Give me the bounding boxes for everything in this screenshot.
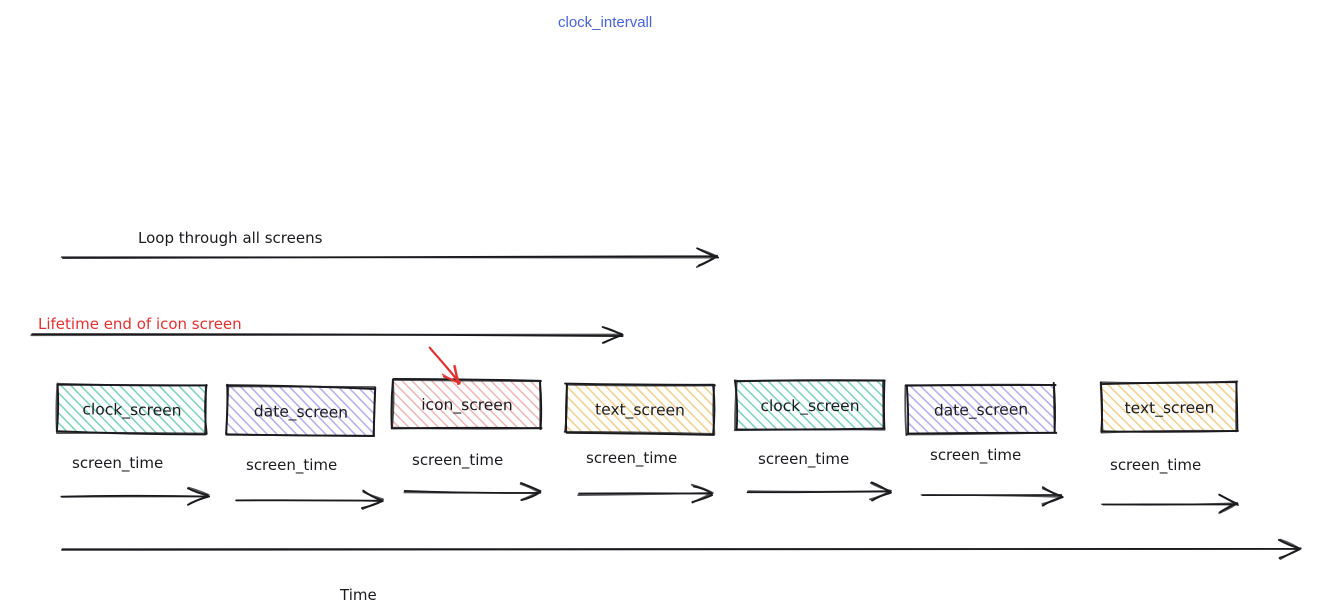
duration-arrow-2: screen_time — [403, 451, 542, 502]
page-title: clock_intervall — [558, 14, 653, 31]
duration-arrow-6: screen_time — [1101, 456, 1240, 514]
duration-arrow-0: screen_time — [60, 454, 210, 506]
screen-box-label: clock_screen — [760, 397, 859, 416]
screen-box-icon-screen-2[interactable]: icon_screen — [390, 377, 543, 430]
icon-screen-pointer-arrow — [428, 346, 461, 386]
duration-arrows-layer: screen_time screen_time screen_time screen_… — [60, 446, 1240, 514]
screen-box-clock-screen-4[interactable]: clock_screen — [733, 379, 886, 432]
duration-label: screen_time — [1110, 456, 1201, 475]
duration-label: screen_time — [72, 454, 163, 473]
lifetime-end-arrow — [30, 326, 624, 344]
duration-label: screen_time — [758, 450, 849, 469]
box-fill — [57, 384, 207, 434]
duration-arrow-3: screen_time — [577, 449, 714, 504]
screen-box-text-screen-6[interactable]: text_screen — [1099, 380, 1239, 434]
box-fill — [1101, 382, 1238, 432]
time-axis-label: Time — [339, 586, 377, 604]
screen-box-label: clock_screen — [82, 400, 181, 420]
duration-label: screen_time — [412, 451, 503, 470]
screen-box-label: icon_screen — [421, 396, 513, 415]
box-fill — [565, 384, 715, 434]
time-axis-arrow — [60, 538, 1302, 560]
duration-arrow-1: screen_time — [235, 456, 384, 510]
screen-box-clock-screen-0[interactable]: clock_screen — [55, 382, 208, 436]
screen-box-date-screen-1[interactable]: date_screen — [225, 383, 377, 438]
screen-box-text-screen-3[interactable]: text_screen — [563, 382, 716, 436]
screen-box-date-screen-5[interactable]: date_screen — [904, 381, 1058, 437]
duration-arrow-5: screen_time — [920, 446, 1064, 507]
duration-label: screen_time — [246, 456, 337, 475]
duration-arrow-4: screen_time — [746, 450, 892, 502]
loop-through-all-screens-arrow — [60, 247, 720, 268]
box-fill — [906, 383, 1056, 435]
pointer-arrow-layer — [428, 346, 461, 386]
duration-label: screen_time — [586, 449, 677, 468]
loop-through-all-screens-label: Loop through all screens — [138, 229, 323, 247]
box-fill — [392, 379, 542, 429]
lifetime-end-of-icon-screen-label: Lifetime end of icon screen — [38, 315, 242, 333]
box-fill — [226, 385, 376, 437]
timeline-arrows-layer — [30, 247, 1302, 560]
duration-label: screen_time — [930, 446, 1021, 465]
screen-boxes-layer: clock_screen date_screen icon_screen text_s… — [55, 377, 1239, 438]
screen-box-label: text_screen — [595, 400, 685, 420]
screen-box-label: date_screen — [934, 400, 1028, 420]
screen-box-label: date_screen — [254, 402, 349, 422]
screen-box-label: text_screen — [1125, 399, 1215, 419]
box-fill — [735, 380, 885, 430]
